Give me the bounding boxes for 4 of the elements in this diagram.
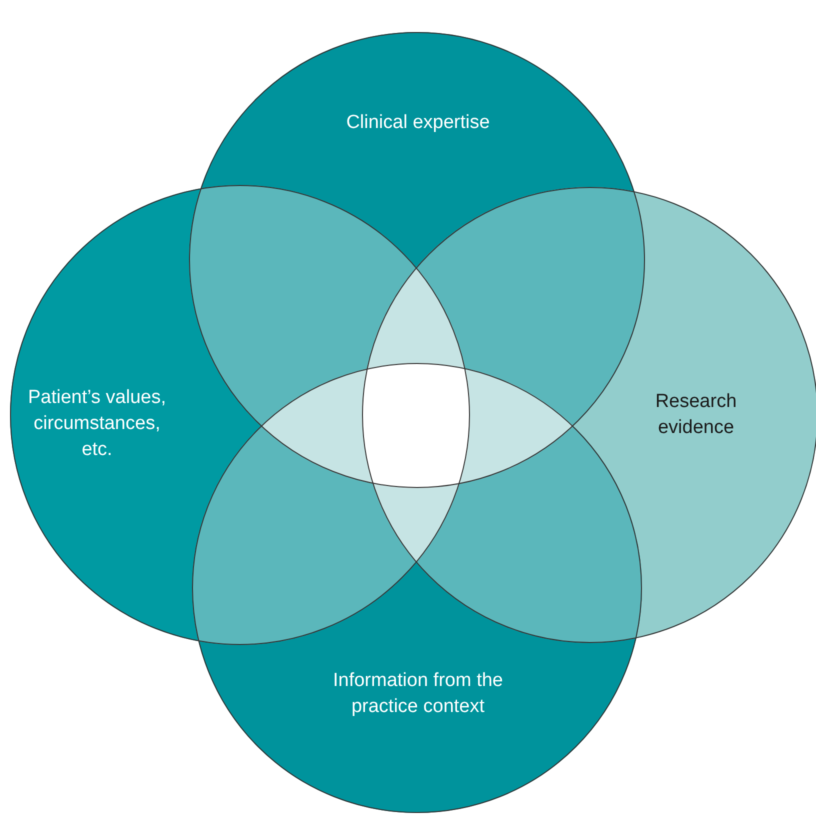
circle-label: Patient’s values, circumstances, etc.	[26, 386, 167, 462]
circle-label: Information from the practice context	[332, 669, 504, 719]
circle-label: Clinical expertise	[345, 111, 491, 135]
circle-label: Research evidence	[654, 390, 738, 440]
